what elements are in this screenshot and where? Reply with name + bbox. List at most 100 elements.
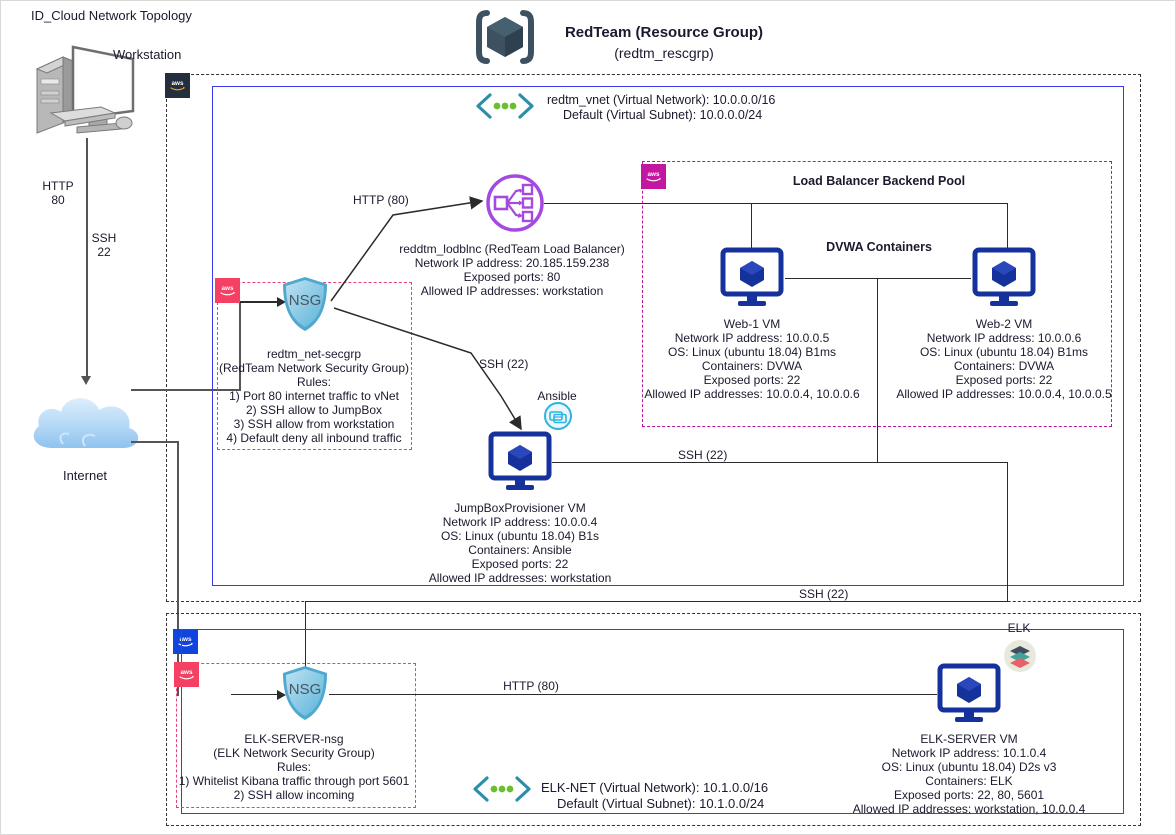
jumpbox-to-web-line-h [552,462,1008,464]
web2-ip: Network IP address: 10.0.0.6 [926,331,1082,345]
internet-label: Internet [62,468,108,483]
lb-to-web2-line [1007,203,1009,253]
aws-badge-magenta-backend: aws [641,164,666,189]
lb-to-backend-line [544,203,1008,205]
elk-server-name: ELK-SERVER VM [920,732,1018,746]
internet-to-nsg-line-h1 [131,389,241,391]
web2-containers: Containers: DVWA [953,359,1055,373]
redtm-vnet-line1: redtm_vnet (Virtual Network): 10.0.0.0/1… [547,93,776,107]
svg-text:aws: aws [648,171,660,178]
jumpbox-os: OS: Linux (ubuntu 18.04) B1s [440,529,600,543]
edge-label-nsg-lb: HTTP (80) [353,193,409,207]
page-title: ID_Cloud Network Topology [31,8,192,23]
redteam-nsg-group: (RedTeam Network Security Group) [218,361,410,375]
internet-to-elk-line-h [131,441,178,443]
workstation-to-internet-line [86,138,88,378]
elk-server-containers: Containers: ELK [925,774,1013,788]
redteam-nsg-rule-3: 3) SSH allow from workstation [233,417,395,431]
web1-containers: Containers: DVWA [701,359,803,373]
edge-label-ws-http: HTTP 80 [42,179,74,207]
elknsg-to-elkserver-line [329,694,937,696]
web1-name: Web-1 VM [723,317,781,331]
aws-badge-blue-elk: aws [173,629,198,654]
jumpbox-to-elk-line-h [306,601,1008,603]
load-balancer-icon [485,173,545,233]
jumpbox-to-elk-line-v2 [305,601,307,673]
vnet-chevron-icon-elk [471,774,533,804]
workstation-icon [29,39,145,139]
jumpbox-name: JumpBoxProvisioner VM [454,501,586,515]
svg-text:aws: aws [172,80,184,87]
vnet-chevron-icon [474,91,536,121]
load-balancer-name: reddtm_lodblnc (RedTeam Load Balancer) [399,242,625,256]
svg-text:aws: aws [180,636,192,643]
load-balancer-ip: Network IP address: 20.185.159.238 [414,256,610,270]
redteam-nsg-rule-2: 2) SSH allow to JumpBox [245,403,383,417]
elk-net-line2: Default (Virtual Subnet): 10.1.0.0/24 [557,796,765,811]
elk-server-vm-icon [936,663,1002,725]
svg-text:aws: aws [181,669,193,676]
web2-vm-icon [971,247,1037,309]
web2-allowed: Allowed IP addresses: 10.0.0.4, 10.0.0.5 [896,387,1112,401]
jumpbox-ip: Network IP address: 10.0.0.4 [442,515,598,529]
elk-net-vnet-boundary [181,629,1124,814]
nsg-inbound-line [239,301,281,303]
backend-pool-title: Load Balancer Backend Pool [792,174,966,188]
internet-to-nsg-line-v1 [239,301,241,391]
ansible-label: Ansible [537,389,577,403]
workstation-label: Workstation [113,47,182,62]
elk-label: ELK [1007,621,1031,635]
redteam-nsg-rule-4: 4) Default deny all inbound traffic [226,431,402,445]
redteam-nsg-rules-header: Rules: [296,375,332,389]
elk-nsg-rules-header: Rules: [276,760,312,774]
web1-ip: Network IP address: 10.0.0.5 [674,331,830,345]
redtm-vnet-line2: Default (Virtual Subnet): 10.0.0.0/24 [563,108,763,122]
web2-ports: Exposed ports: 22 [955,373,1053,387]
elk-server-allowed: Allowed IP addresses: workstation, 10.0.… [852,802,1086,816]
aws-badge-pink-elk: aws [174,662,199,687]
internet-to-elk-line-v [177,441,179,696]
jumpbox-vm-icon [487,431,553,493]
jumpbox-to-elk-line-v1 [1007,462,1009,602]
aws-badge-pink-redteam: aws [215,278,240,303]
web1-allowed: Allowed IP addresses: 10.0.0.4, 10.0.0.6 [644,387,860,401]
web1-os: OS: Linux (ubuntu 18.04) B1ms [667,345,837,359]
jumpbox-containers: Containers: Ansible [468,543,572,557]
shield-nsg-icon-elk: NSG [280,664,330,722]
elk-net-line1: ELK-NET (Virtual Network): 10.1.0.0/16 [541,780,769,795]
web2-os: OS: Linux (ubuntu 18.04) B1ms [919,345,1089,359]
edge-label-elknsg-elkserver: HTTP (80) [503,679,559,693]
elk-server-ports: Exposed ports: 22, 80, 5601 [893,788,1045,802]
elk-stack-icon [1003,639,1037,673]
shield-nsg-icon-redteam: NSG [280,275,330,333]
edge-label-nsg-jumpbox: SSH (22) [479,357,529,371]
redteam-nsg-rule-1: 1) Port 80 internet traffic to vNet [229,389,399,403]
web2-name: Web-2 VM [975,317,1033,331]
web1-ports: Exposed ports: 22 [703,373,801,387]
jumpbox-allowed: Allowed IP addresses: workstation [428,571,612,585]
ansible-container-icon [543,401,573,431]
dvwa-containers-label: DVWA Containers [826,240,932,254]
lb-to-web1-line [751,203,753,253]
aws-badge-dark: aws [165,73,190,98]
resource-group-id: (redtm_rescgrp) [614,45,714,61]
svg-text:NSG: NSG [289,292,322,309]
edge-label-jumpbox-web: SSH (22) [678,448,728,462]
web1-vm-icon [719,247,785,309]
elk-server-os: OS: Linux (ubuntu 18.04) D2s v3 [881,760,1057,774]
jumpbox-to-web-line-v [877,278,879,463]
nsg-inbound-arrow [277,297,286,307]
edge-label-jumpbox-elk: SSH (22) [799,587,849,601]
redteam-nsg-name: redtm_net-secgrp [266,347,362,361]
svg-text:NSG: NSG [289,681,322,698]
load-balancer-allowed: Allowed IP addresses: workstation [420,284,604,298]
resource-group-icon [473,9,537,65]
load-balancer-ports: Exposed ports: 80 [463,270,561,284]
svg-text:aws: aws [222,285,234,292]
elk-server-ip: Network IP address: 10.1.0.4 [891,746,1047,760]
elk-nsg-name: ELK-SERVER-nsg [244,732,344,746]
elk-nsg-rule-1: 1) Whitelist Kibana traffic through port… [178,774,410,788]
elk-nsg-boundary [176,663,416,808]
elk-nsg-inbound-line [231,694,281,696]
